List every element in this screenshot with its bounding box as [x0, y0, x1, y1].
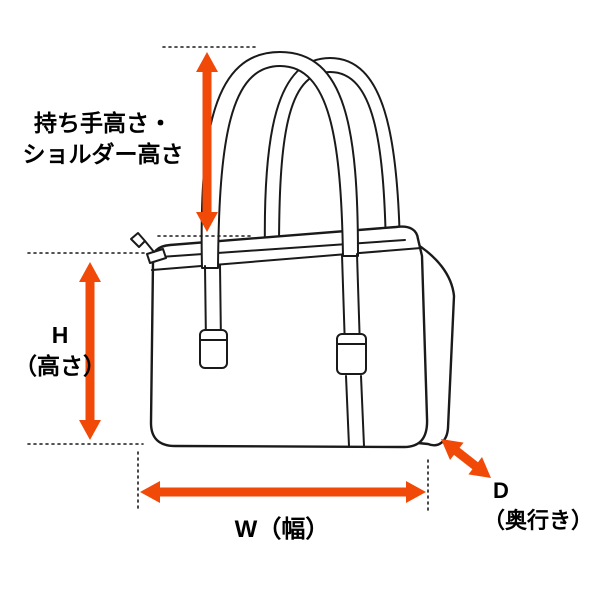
depth-arrow — [441, 439, 491, 478]
right-strap-lower — [345, 375, 365, 447]
height-label-line1: H — [51, 322, 69, 348]
handle-height-arrow — [196, 52, 218, 232]
handle-height-label-line2: ショルダー高さ — [22, 141, 184, 168]
depth-label: D （奥行き） — [483, 476, 599, 535]
zipper-pull-tab — [130, 232, 146, 248]
width-label: W（幅） — [234, 516, 330, 543]
depth-label-line1: D — [493, 478, 509, 503]
height-label: H （高さ） — [8, 320, 112, 382]
left-strap-tab — [199, 329, 228, 369]
width-arrow — [140, 481, 426, 503]
zipper-slider — [146, 248, 167, 264]
depth-label-line2: （奥行き） — [483, 507, 594, 533]
handle-height-label: 持ち手高さ・ ショルダー高さ — [10, 108, 196, 170]
zipper-pull-cord — [144, 240, 155, 253]
height-label-line2: （高さ） — [14, 353, 106, 380]
right-strap — [341, 253, 361, 349]
handle-height-label-line1: 持ち手高さ・ — [34, 110, 172, 136]
right-strap-tab — [336, 333, 367, 375]
height-arrow — [79, 262, 101, 440]
bag-front-fold-line — [151, 247, 422, 271]
